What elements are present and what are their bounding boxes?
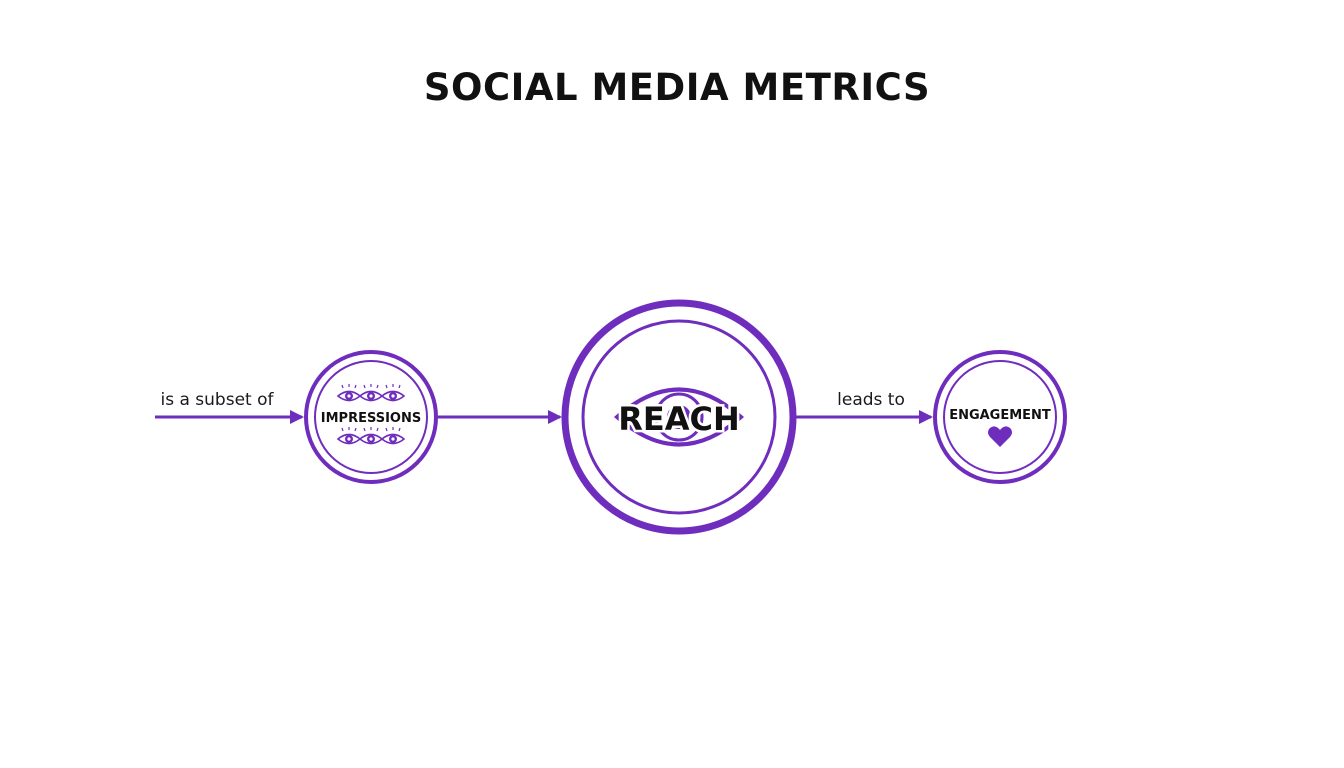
- node-impressions: IMPRESSIONS: [304, 350, 438, 484]
- edge-label-leads-to: leads to: [837, 390, 905, 410]
- reach-label: REACH: [618, 400, 740, 438]
- engagement-inner-ring: [943, 360, 1057, 474]
- eye-icon: [613, 387, 745, 447]
- engagement-outer-ring: [933, 350, 1067, 484]
- impressions-outer-ring: [304, 350, 438, 484]
- impressions-label: IMPRESSIONS: [321, 411, 421, 426]
- node-engagement: ENGAGEMENT: [933, 350, 1067, 484]
- reach-inner-ring: [581, 319, 777, 515]
- diagram-title: SOCIAL MEDIA METRICS: [423, 66, 931, 109]
- edge-reach-to-engagement: leads to: [795, 390, 933, 424]
- heart-icon: [988, 426, 1012, 447]
- edge-label-subset: is a subset of: [161, 390, 275, 410]
- node-reach: REACH: [561, 299, 797, 535]
- edge-incoming: is a subset of: [155, 390, 304, 424]
- impressions-inner-ring: [314, 360, 428, 474]
- engagement-label: ENGAGEMENT: [949, 408, 1051, 423]
